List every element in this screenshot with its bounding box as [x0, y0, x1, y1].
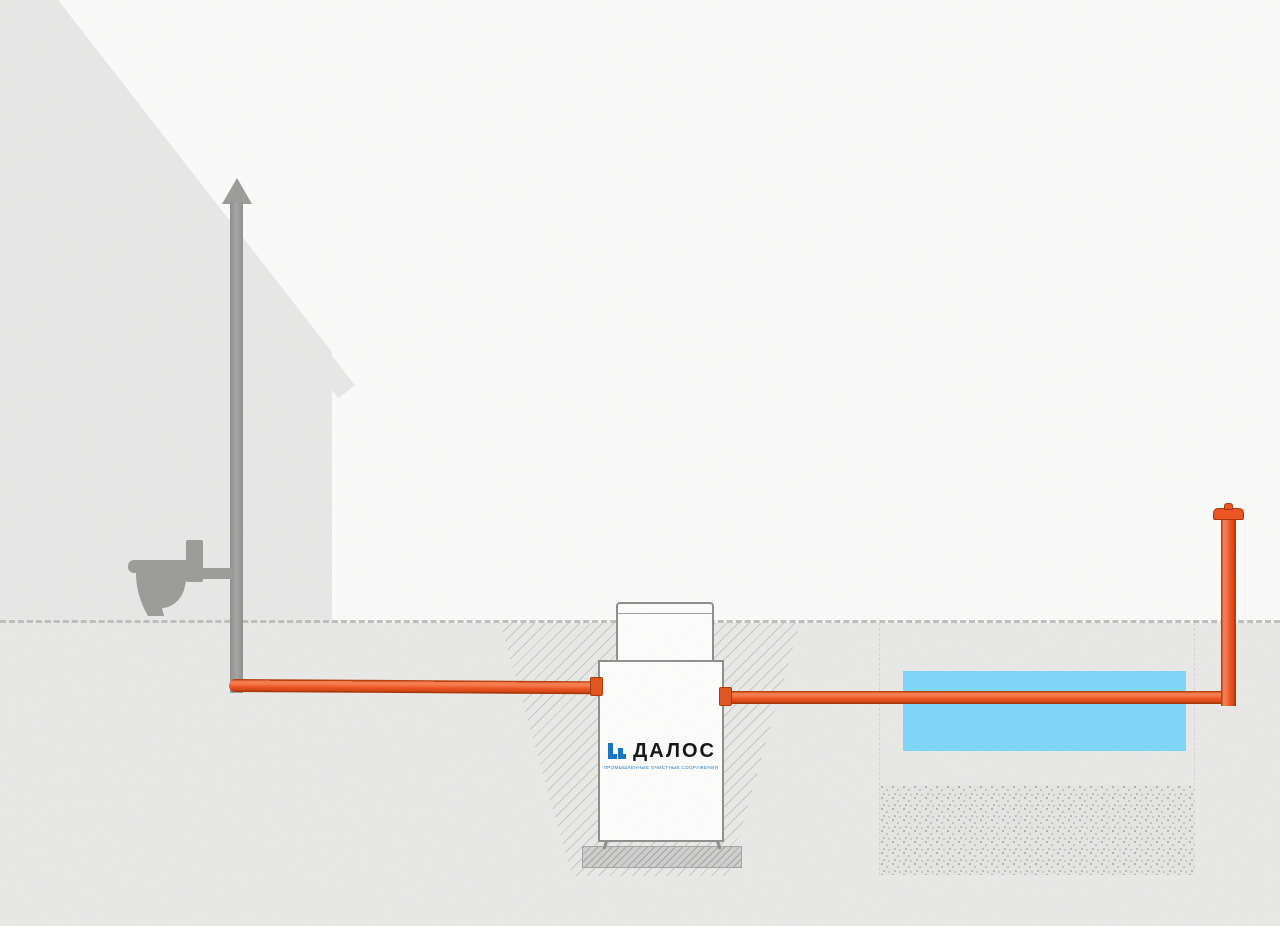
gravel-layer — [880, 785, 1195, 875]
inlet-coupling — [590, 677, 603, 696]
tank-logo: ДАЛОС ПРОМЫШЛЕННЫЕ ОЧИСТНЫЕ СООРУЖЕНИЯ — [600, 740, 722, 770]
outdoor-vent-riser — [1221, 518, 1236, 706]
septic-tank-body: ДАЛОС ПРОМЫШЛЕННЫЕ ОЧИСТНЫЕ СООРУЖЕНИЯ — [598, 660, 724, 842]
dalos-logo-icon — [608, 742, 627, 759]
toilet-icon — [128, 540, 232, 616]
drain-field-water — [903, 671, 1186, 751]
brand-name: ДАЛОС — [633, 740, 716, 762]
house-silhouette — [0, 0, 332, 625]
sewer-pipe-inlet — [228, 679, 595, 695]
sewer-pipe-outlet — [730, 691, 1236, 704]
lid-rim-line — [618, 613, 712, 614]
vent-arrow-icon — [222, 178, 252, 204]
outlet-coupling — [719, 687, 732, 706]
septic-tank-lid — [616, 602, 714, 664]
brand-tagline: ПРОМЫШЛЕННЫЕ ОЧИСТНЫЕ СООРУЖЕНИЯ — [603, 765, 719, 770]
vent-cap-knob — [1224, 503, 1233, 510]
